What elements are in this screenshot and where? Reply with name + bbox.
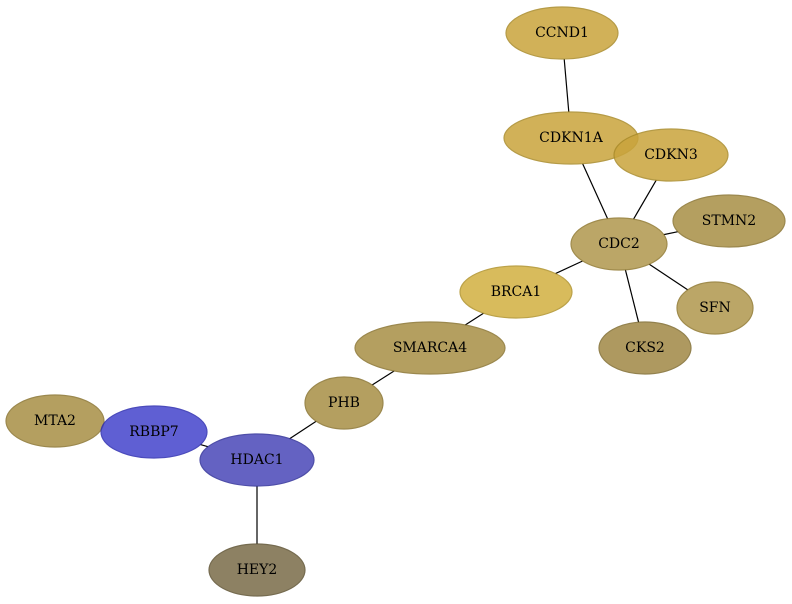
node-ellipse[interactable] bbox=[304, 376, 384, 430]
edge-brca1-smarca4 bbox=[464, 312, 484, 326]
edges-layer bbox=[200, 58, 689, 544]
node-label: MTA2 bbox=[34, 413, 76, 429]
edge-cdc2-sfn bbox=[648, 263, 689, 291]
edge-cdkn3-cdc2 bbox=[632, 179, 657, 220]
node-mta2[interactable]: MTA2 bbox=[5, 394, 105, 448]
node-ellipse[interactable] bbox=[672, 194, 786, 248]
edge-cdkn1a-cdc2 bbox=[582, 163, 609, 219]
node-ellipse[interactable] bbox=[354, 321, 506, 375]
node-stmn2[interactable]: STMN2 bbox=[672, 194, 786, 248]
node-label: SFN bbox=[699, 300, 731, 316]
node-ellipse[interactable] bbox=[459, 265, 573, 319]
node-label: HDAC1 bbox=[230, 452, 283, 468]
node-label: CDKN1A bbox=[539, 130, 604, 146]
node-label: CCND1 bbox=[535, 25, 589, 41]
node-ellipse[interactable] bbox=[598, 321, 692, 375]
node-cks2[interactable]: CKS2 bbox=[598, 321, 692, 375]
node-cdc2[interactable]: CDC2 bbox=[570, 217, 668, 271]
edge-rbbp7-hdac1 bbox=[200, 444, 209, 448]
node-label: BRCA1 bbox=[491, 284, 542, 300]
node-ellipse[interactable] bbox=[505, 6, 619, 60]
node-ellipse[interactable] bbox=[199, 433, 315, 487]
edge-stmn2-cdc2 bbox=[663, 231, 679, 236]
node-cdkn1a[interactable]: CDKN1A bbox=[503, 111, 639, 165]
node-ellipse[interactable] bbox=[5, 394, 105, 448]
edge-phb-hdac1 bbox=[289, 420, 317, 440]
node-hey2[interactable]: HEY2 bbox=[208, 543, 306, 597]
node-ellipse[interactable] bbox=[100, 405, 208, 459]
node-rbbp7[interactable]: RBBP7 bbox=[100, 405, 208, 459]
node-brca1[interactable]: BRCA1 bbox=[459, 265, 573, 319]
node-cdkn3[interactable]: CDKN3 bbox=[613, 128, 729, 182]
edge-smarca4-phb bbox=[371, 370, 395, 386]
node-label: PHB bbox=[328, 395, 360, 411]
node-ccnd1[interactable]: CCND1 bbox=[505, 6, 619, 60]
node-label: CDC2 bbox=[598, 236, 640, 252]
node-ellipse[interactable] bbox=[613, 128, 729, 182]
node-label: RBBP7 bbox=[129, 424, 178, 440]
node-label: HEY2 bbox=[237, 562, 278, 578]
edge-cdc2-brca1 bbox=[555, 260, 583, 275]
node-ellipse[interactable] bbox=[570, 217, 668, 271]
node-ellipse[interactable] bbox=[208, 543, 306, 597]
node-smarca4[interactable]: SMARCA4 bbox=[354, 321, 506, 375]
node-phb[interactable]: PHB bbox=[304, 376, 384, 430]
node-hdac1[interactable]: HDAC1 bbox=[199, 433, 315, 487]
node-label: SMARCA4 bbox=[393, 340, 467, 356]
node-sfn[interactable]: SFN bbox=[676, 281, 754, 335]
node-label: CDKN3 bbox=[644, 147, 698, 163]
edge-ccnd1-cdkn1a bbox=[563, 58, 570, 113]
node-ellipse[interactable] bbox=[676, 281, 754, 335]
edge-cdc2-cks2 bbox=[624, 269, 640, 323]
node-label: STMN2 bbox=[702, 213, 756, 229]
node-label: CKS2 bbox=[625, 340, 665, 356]
